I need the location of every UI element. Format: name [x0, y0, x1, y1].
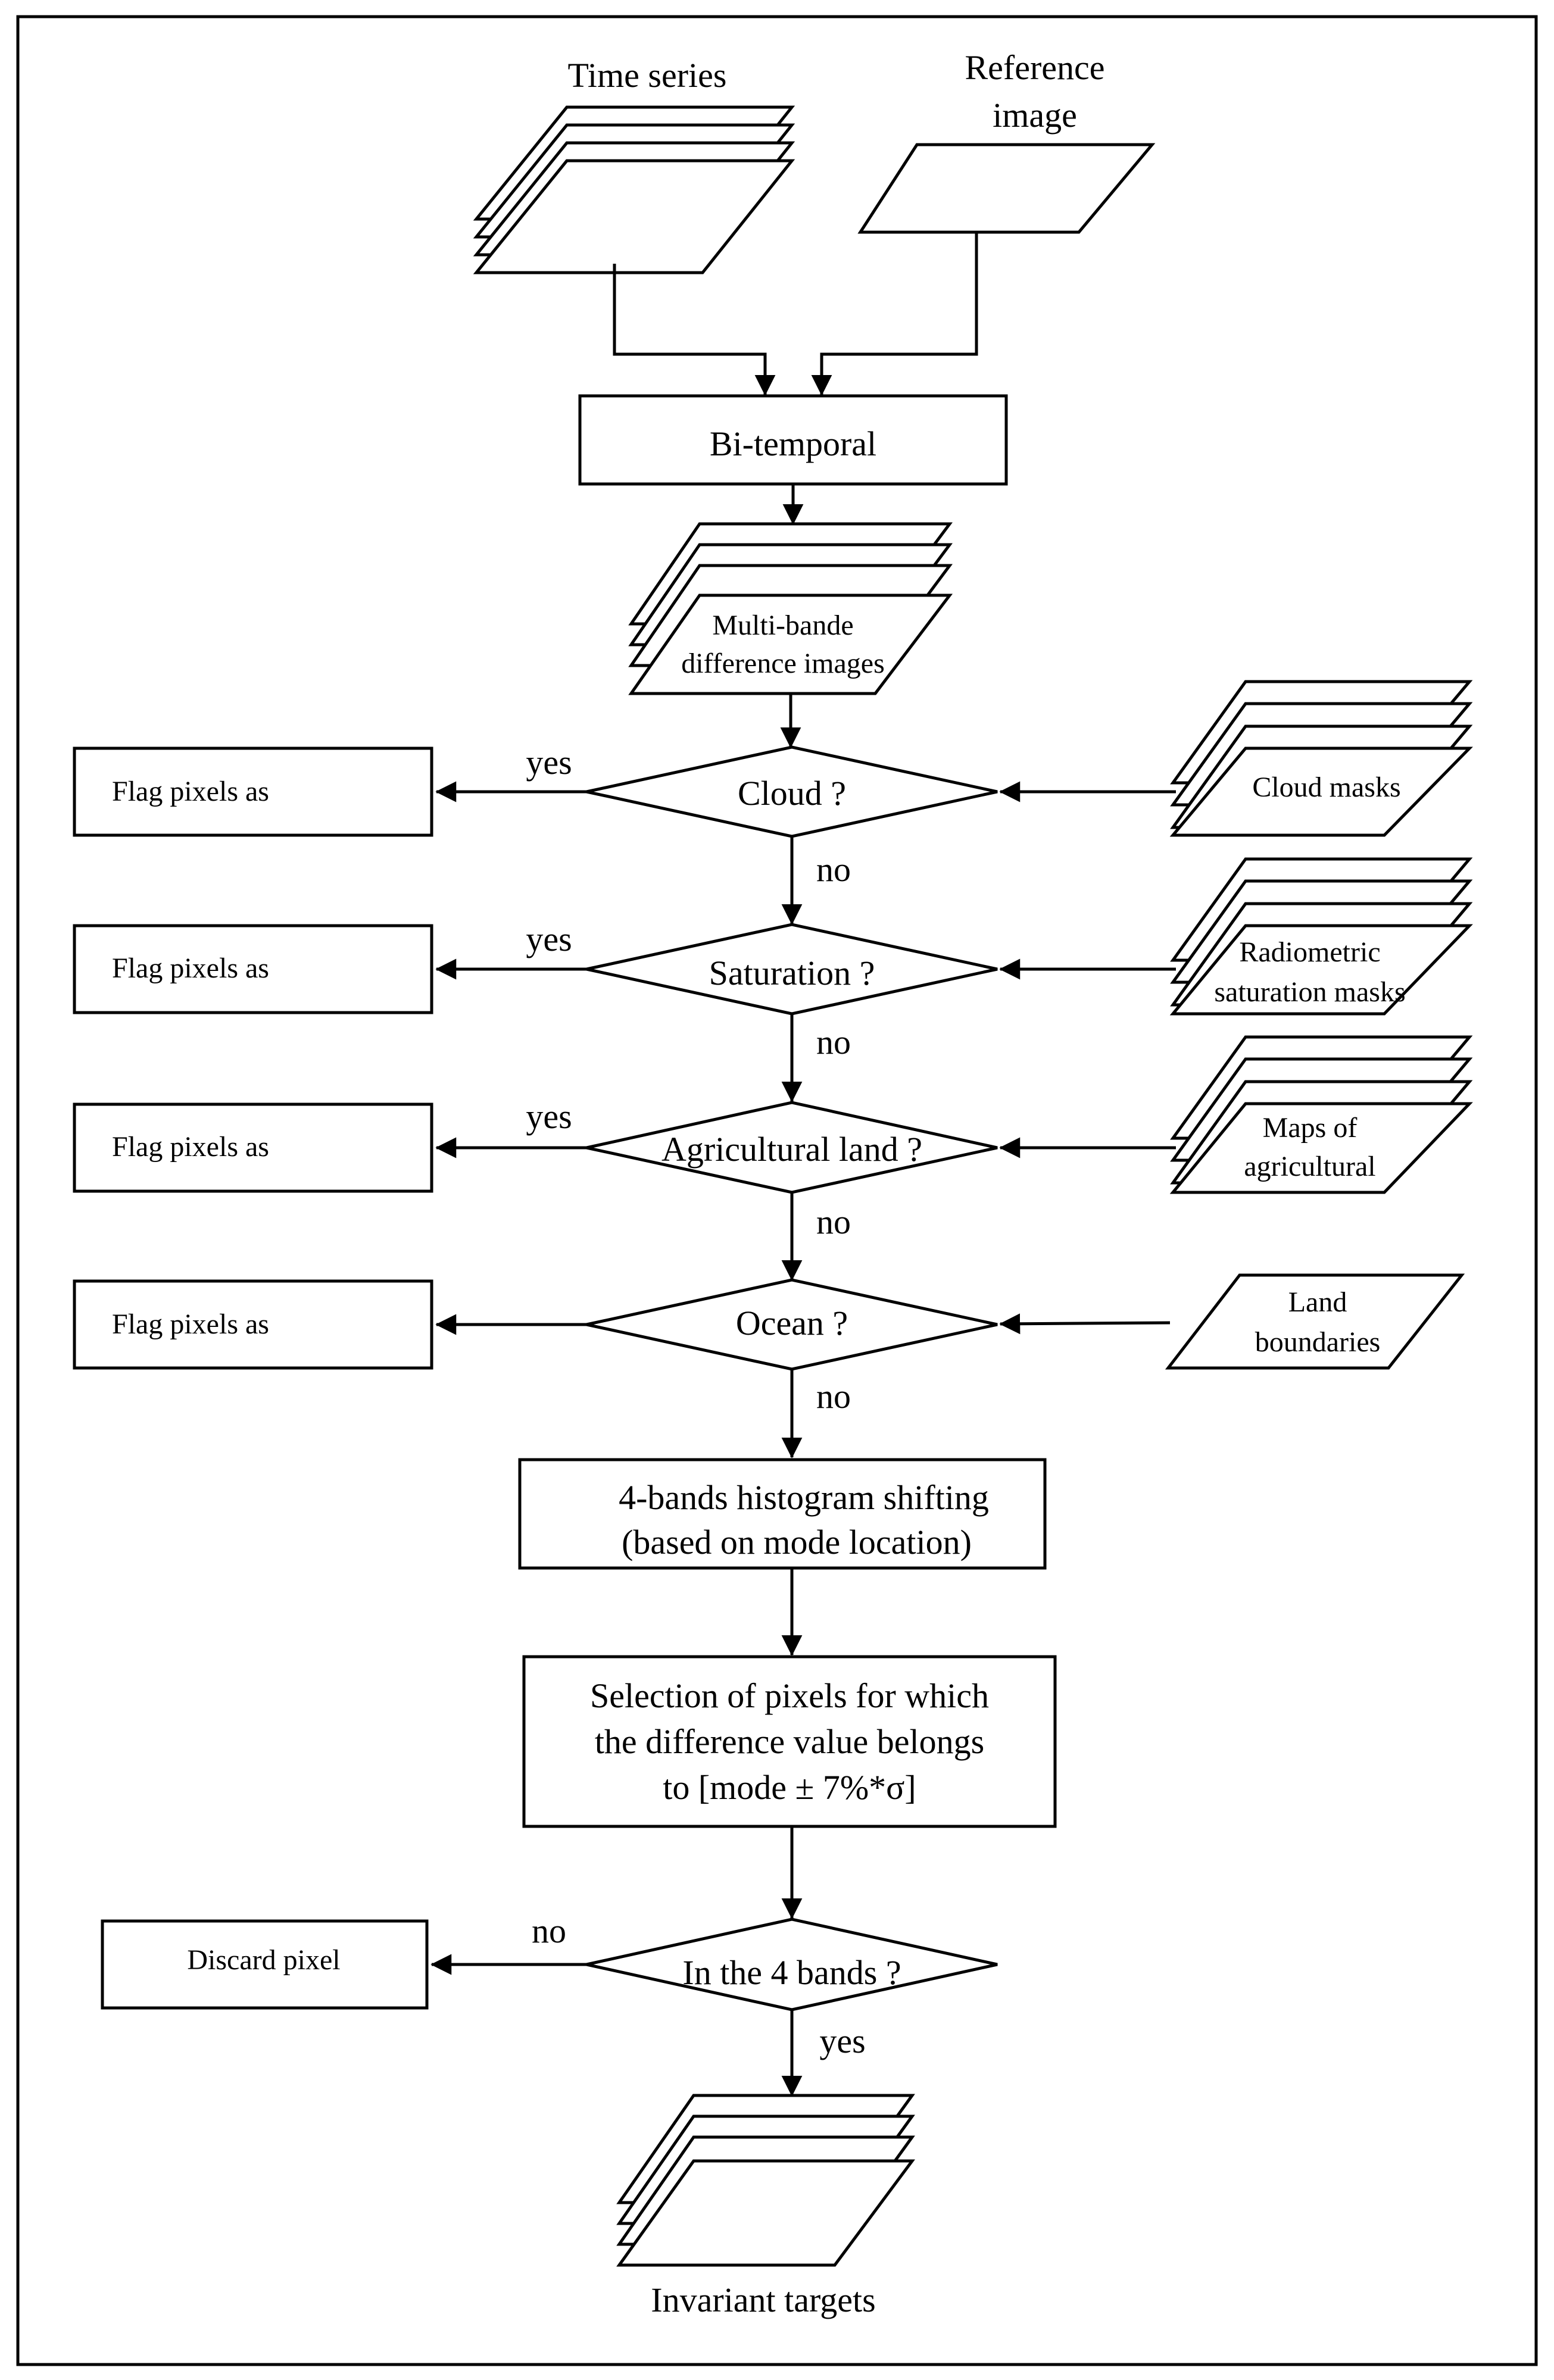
selection-box [522, 1655, 1057, 1828]
time-series-label: Time series [568, 56, 727, 95]
cloud-masks-label: Cloud masks [1252, 772, 1400, 803]
agricultural-maps-stack [1169, 1035, 1473, 1194]
histogram-label-line2: (based on mode location) [622, 1523, 972, 1561]
saturation-masks-stack [1169, 857, 1473, 1016]
reference-image-shape [857, 143, 1156, 234]
reference-label-line1: Reference [965, 48, 1104, 87]
discard-label: Discard pixel [187, 1944, 340, 1976]
ocean-no-label: no [816, 1377, 851, 1416]
cloud-yes-label: yes [526, 743, 572, 782]
agricultural-no-label: no [816, 1203, 851, 1241]
land-boundaries-shape [1165, 1273, 1465, 1370]
ocean-decision-label: Ocean ? [736, 1304, 848, 1342]
saturation-flag-label: Flag pixels as [112, 952, 269, 984]
difference-label-line2: difference images [681, 648, 885, 679]
histogram-label-line1: 4-bands histogram shifting [619, 1478, 989, 1517]
arrow-land-to-ocean [999, 1313, 1171, 1335]
agricultural-flag-label: Flag pixels as [112, 1131, 269, 1163]
cloud-masks-stack [1169, 680, 1473, 837]
ocean-flag-box [73, 1279, 433, 1370]
saturation-decision [586, 923, 998, 1016]
cloud-decision-label: Cloud ? [738, 774, 846, 813]
saturation-masks-label-line1: Radiometric [1239, 936, 1380, 968]
selection-label-line2: the difference value belongs [595, 1722, 984, 1761]
bands-no-label: no [532, 1912, 566, 1950]
arrow-reference-to-bitemporal [811, 232, 978, 396]
time-series-stack [473, 105, 795, 274]
difference-label-line1: Multi-bande [712, 610, 853, 641]
bands-decision [586, 1917, 998, 2012]
bitemporal-box [578, 394, 1008, 486]
land-boundaries-label-line1: Land [1288, 1286, 1347, 1318]
selection-label-line1: Selection of pixels for which [590, 1676, 989, 1715]
bitemporal-label: Bi-temporal [710, 424, 876, 463]
discard-box [101, 1919, 429, 2010]
reference-label-line2: image [993, 96, 1077, 135]
diagram-frame [16, 15, 1538, 2366]
agricultural-flag-box [73, 1102, 433, 1193]
invariant-targets-stack [616, 2094, 915, 2267]
cloud-no-label: no [816, 850, 851, 889]
arrow-timeseries-to-bitemporal [613, 264, 776, 396]
saturation-no-label: no [816, 1023, 851, 1061]
saturation-yes-label: yes [526, 920, 572, 958]
selection-label-line3: to [mode ± 7%*σ] [663, 1768, 916, 1807]
land-boundaries-label-line2: boundaries [1255, 1326, 1381, 1358]
agricultural-maps-label-line2: agricultural [1244, 1151, 1375, 1182]
saturation-flag-box [73, 924, 433, 1014]
bands-decision-label: In the 4 bands ? [682, 1953, 901, 1992]
cloud-flag-box [73, 747, 433, 837]
difference-images-stack [628, 522, 953, 695]
histogram-box [518, 1458, 1047, 1570]
cloud-decision [586, 745, 998, 838]
saturation-decision-label: Saturation ? [709, 954, 875, 992]
invariant-targets-label: Invariant targets [651, 2281, 875, 2319]
ocean-decision [586, 1278, 998, 1371]
agricultural-decision [586, 1101, 998, 1194]
bands-yes-label: yes [819, 2022, 865, 2060]
agricultural-yes-label: yes [526, 1097, 572, 1136]
saturation-masks-label-line2: saturation masks [1214, 976, 1405, 1008]
agricultural-maps-label-line1: Maps of [1263, 1112, 1358, 1144]
ocean-flag-label: Flag pixels as [112, 1308, 269, 1340]
agricultural-decision-label: Agricultural land ? [661, 1130, 922, 1169]
cloud-flag-label: Flag pixels as [112, 776, 269, 807]
